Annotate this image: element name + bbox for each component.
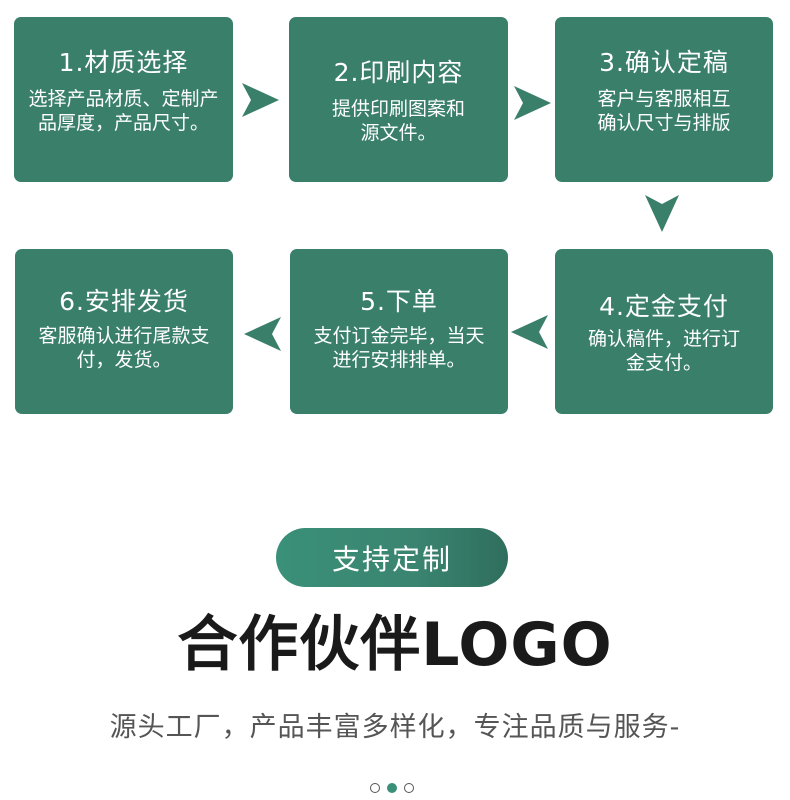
step-card-5: 5.下单 支付订金完毕，当天进行安排排单。 [290, 249, 508, 414]
step-title: 2.印刷内容 [333, 58, 464, 87]
step-title: 6.安排发货 [59, 287, 189, 316]
arrow-left-icon [244, 317, 281, 351]
arrow-right-icon [242, 83, 279, 117]
arrow-left-icon [511, 315, 548, 349]
step-description: 提供印刷图案和源文件。 [331, 98, 465, 144]
support-custom-badge: 支持定制 [276, 528, 508, 587]
step-card-4: 4.定金支付 确认稿件，进行订金支付。 [555, 249, 773, 414]
pagination-dot-1[interactable] [370, 783, 380, 793]
step-card-3: 3.确认定稿 客户与客服相互确认尺寸与排版 [555, 17, 773, 182]
section-heading: 合作伙伴LOGO [177, 610, 613, 680]
step-title: 1.材质选择 [58, 48, 189, 77]
step-card-6: 6.安排发货 客服确认进行尾款支付，发货。 [15, 249, 233, 414]
arrow-right-icon [514, 86, 551, 120]
step-card-1: 1.材质选择 选择产品材质、定制产品厚度，产品尺寸。 [14, 17, 233, 182]
carousel-pagination [370, 783, 414, 793]
section-subtitle: 源头工厂，产品丰富多样化，专注品质与服务- [109, 712, 681, 743]
step-title: 5.下单 [360, 287, 438, 316]
step-description: 客服确认进行尾款支付，发货。 [38, 325, 210, 371]
step-description: 客户与客服相互确认尺寸与排版 [597, 88, 731, 134]
step-description: 支付订金完毕，当天进行安排排单。 [313, 325, 485, 371]
arrow-down-icon [645, 195, 679, 232]
step-card-2: 2.印刷内容 提供印刷图案和源文件。 [289, 17, 508, 182]
pagination-dot-3[interactable] [404, 783, 414, 793]
pagination-dot-2-active[interactable] [387, 783, 397, 793]
step-description: 选择产品材质、定制产品厚度，产品尺寸。 [28, 88, 219, 134]
step-description: 确认稿件，进行订金支付。 [587, 328, 740, 374]
badge-label: 支持定制 [331, 542, 452, 576]
step-title: 4.定金支付 [599, 292, 729, 321]
step-title: 3.确认定稿 [599, 48, 729, 77]
